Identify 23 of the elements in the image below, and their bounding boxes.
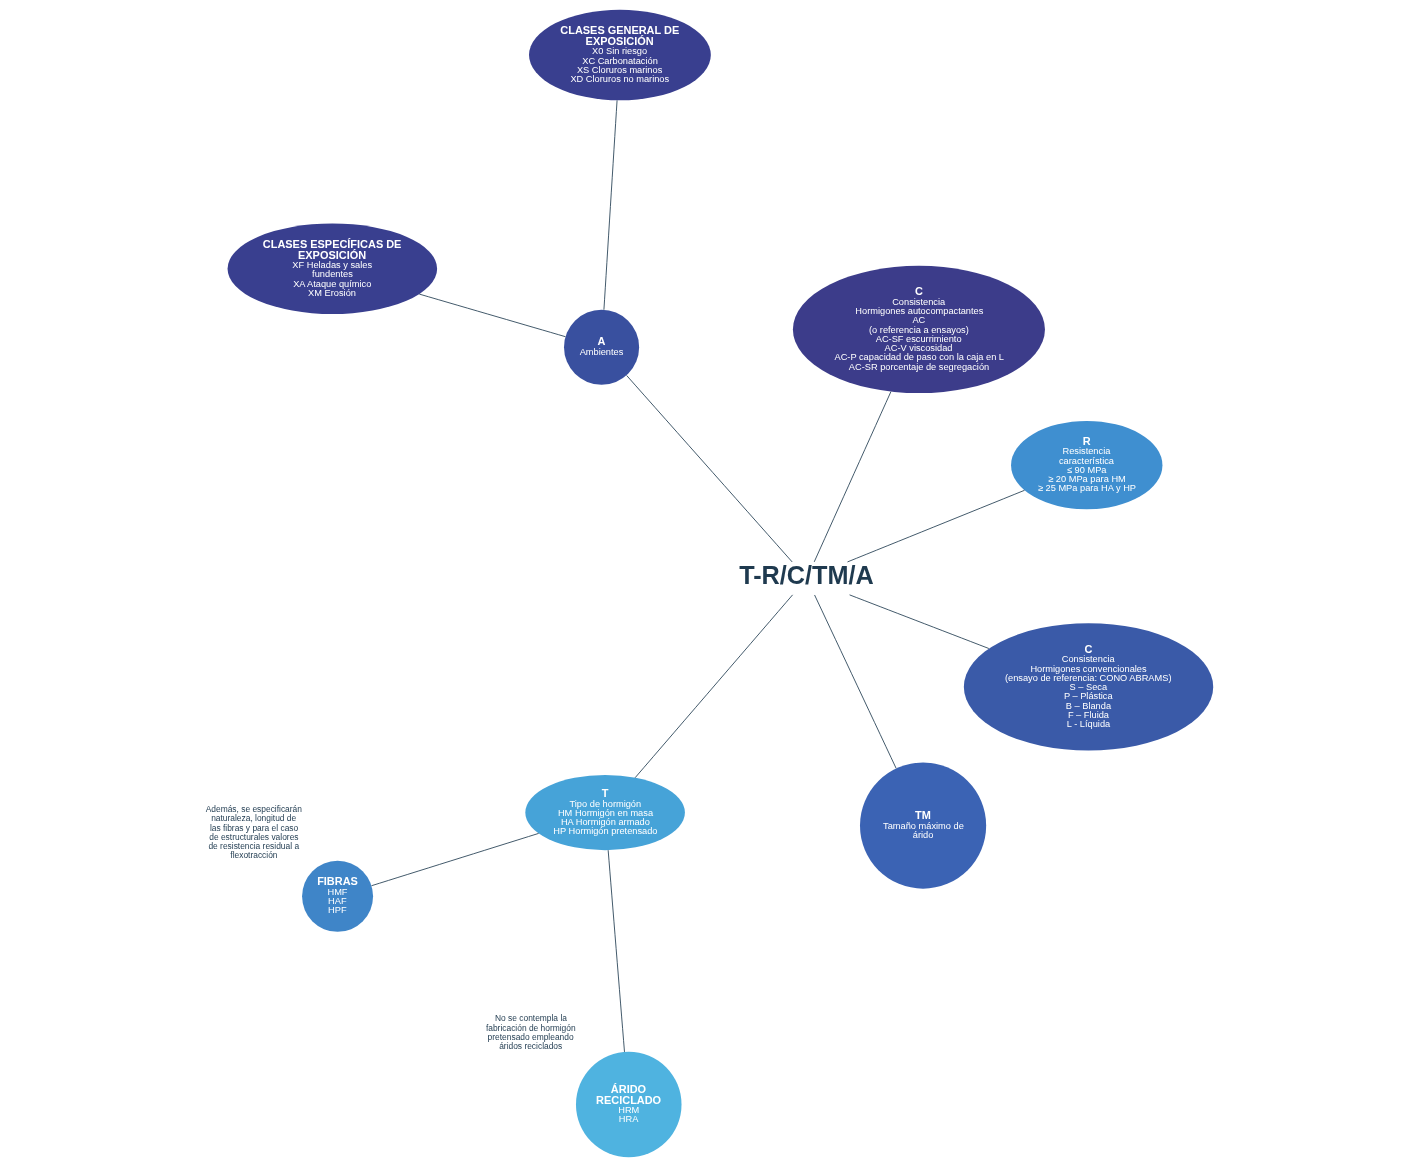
connector	[813, 391, 891, 563]
connector	[813, 594, 897, 769]
node-ellipse: T Tipo de hormigón HM Hormigón en masa HA Hormigón armado HP Hormigón pretensado	[524, 775, 685, 851]
node-label: No se contempla la fabricación de hormigón pretensado empleando áridos reciclados	[485, 1013, 576, 1052]
connector	[848, 594, 989, 649]
connector	[370, 832, 539, 887]
node-circle: A Ambientes	[563, 309, 639, 385]
node-text: T-R/C/TM/A	[738, 561, 874, 590]
node-ellipse: CLASES ESPECÍFICAS DE EXPOSICIÓN XF Heladas y sales fundentes XA Ataque químico XM Erosión	[227, 223, 437, 314]
node-ellipse: C Consistencia Hormigones autocompactantes AC (o referencia a ensayos) AC-SF escurrimiento AC-V viscosidad AC-P capacidad de paso con la caja en L AC-SR porcentaje de segregación	[792, 265, 1045, 394]
connector	[603, 99, 617, 311]
node-ellipse: C Consistencia Hormigones convencionales (ensayo de referencia: CONO ABRAMS) S – Seca P – Plástica B – Blanda F – Fluida L - Líquida	[963, 623, 1213, 751]
node-ellipse: R Resistencia característica ≤ 90 MPa ≥ 20 MPa para HM ≥ 25 MPa para HA y HP	[1010, 421, 1162, 510]
node-circle: TM Tamaño máximo de árido	[859, 762, 986, 889]
connector	[607, 849, 625, 1053]
node-ellipse: CLASES GENERAL DE EXPOSICIÓN X0 Sin riesgo XC Carbonatación XS Cloruros marinos XD Cloruros no marinos	[528, 9, 711, 101]
node-circle: FIBRAS HMF HAF HPF	[301, 860, 373, 932]
connector	[418, 293, 566, 338]
connector	[846, 489, 1025, 563]
connector	[634, 594, 793, 779]
node-label: Además, se especificarán naturaleza, longitud de las fibras y para el caso de estructurales valores de resistencia residual a flexotracción	[205, 804, 302, 861]
connector	[625, 375, 793, 563]
node-circle: ÁRIDO RECICLADO HRM HRA	[575, 1051, 682, 1158]
